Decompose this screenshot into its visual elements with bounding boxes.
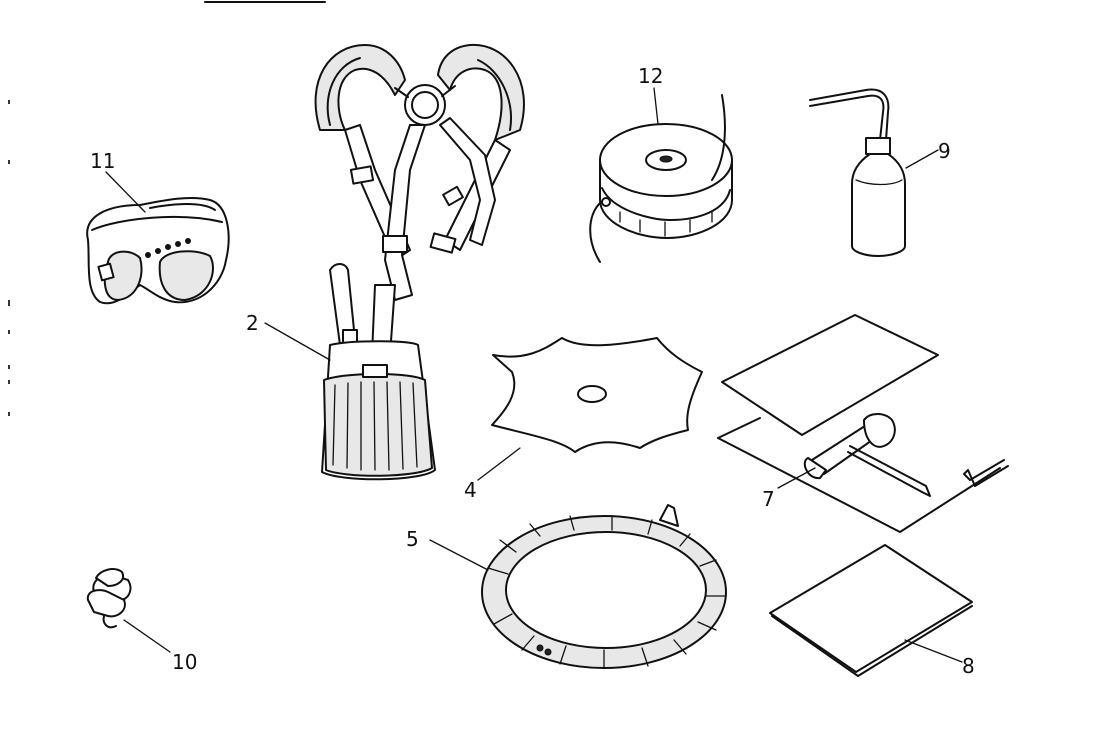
callout-leader-12 bbox=[653, 87, 659, 125]
safety-goggles bbox=[86, 196, 230, 305]
callout-leader-2 bbox=[264, 322, 331, 361]
callout-leader-8 bbox=[904, 639, 963, 663]
callout-label-4: 4 bbox=[464, 478, 477, 502]
four-tooth-blade bbox=[491, 337, 703, 453]
callout-leader-10 bbox=[123, 619, 171, 653]
callout-leader-7 bbox=[777, 467, 816, 489]
callout-label-9: 9 bbox=[938, 139, 951, 163]
scan-edge-marks bbox=[8, 100, 10, 416]
callout-label-11: 11 bbox=[90, 149, 115, 173]
callout-leader-9 bbox=[905, 149, 939, 169]
callout-label-10: 10 bbox=[172, 650, 197, 674]
callout-label-5: 5 bbox=[406, 527, 419, 551]
oil-squeeze-bottle bbox=[809, 88, 906, 257]
callout-label-7: 7 bbox=[762, 487, 775, 511]
callout-leader-5 bbox=[429, 539, 489, 571]
callout-label-8: 8 bbox=[962, 654, 975, 678]
callout-label-12: 12 bbox=[638, 64, 663, 88]
nylon-trimmer-head bbox=[589, 94, 733, 263]
callout-label-2: 2 bbox=[246, 311, 259, 335]
operator-manual bbox=[769, 544, 973, 677]
strap-clip bbox=[86, 568, 132, 629]
callout-leader-11 bbox=[105, 171, 146, 213]
shoulder-harness bbox=[314, 43, 525, 481]
callout-leader-4 bbox=[477, 447, 521, 481]
blade-guard-ring bbox=[481, 504, 727, 669]
